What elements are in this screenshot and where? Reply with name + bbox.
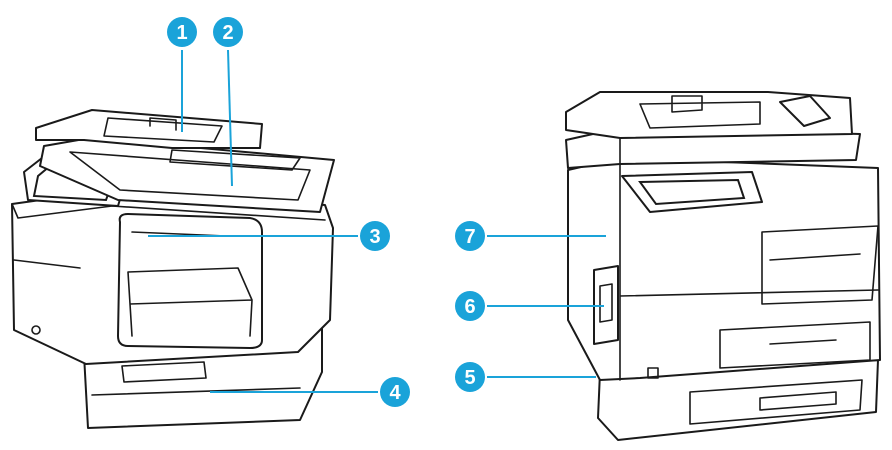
printer-side-body-edge: [619, 157, 879, 381]
printer-front-feeder-input-tray: [103, 117, 223, 143]
callout-line-2: [227, 49, 233, 187]
printer-front-output-bin: [117, 213, 263, 349]
callout-marker-5: [455, 362, 485, 392]
printer-side-power-icon: [647, 367, 659, 379]
callout-marker-3: [360, 221, 390, 251]
callouts: 1 2 3 4 7 6 5: [148, 17, 606, 407]
callout-number-3: 3: [369, 226, 380, 248]
callout-number-6: 6: [464, 296, 475, 318]
callout-marker-2: [213, 17, 243, 47]
callout-number-2: 2: [222, 22, 233, 44]
printer-front-view: [11, 109, 335, 429]
printer-side-output-bin: [761, 225, 879, 305]
callout-marker-4: [380, 377, 410, 407]
callout-number-1: 1: [176, 22, 187, 44]
printer-front-feeder-output-tray: [169, 149, 301, 171]
printer-side-feeder-tray: [639, 95, 761, 129]
callout-marker-7: [455, 221, 485, 251]
printer-side-view: [565, 91, 881, 441]
printer-front-scanner-glass: [69, 151, 311, 201]
printer-front-feeder-guide: [149, 117, 177, 131]
printer-front-output-bin-tray: [127, 267, 253, 337]
callout-marker-1: [167, 17, 197, 47]
printer-side-door-handle: [599, 283, 613, 323]
callout-marker-6: [455, 291, 485, 321]
printer-side-touchscreen: [638, 178, 746, 206]
callout-number-7: 7: [464, 226, 475, 248]
printer-front-tray-handle: [121, 361, 207, 383]
printer-side-feeder-extension: [779, 95, 831, 127]
printer-front-document-feeder: [35, 109, 263, 149]
printer-front-power-icon: [31, 325, 41, 335]
printer-side-base-tray: [689, 379, 863, 425]
callout-number-4: 4: [389, 382, 401, 404]
callout-number-5: 5: [464, 367, 475, 389]
